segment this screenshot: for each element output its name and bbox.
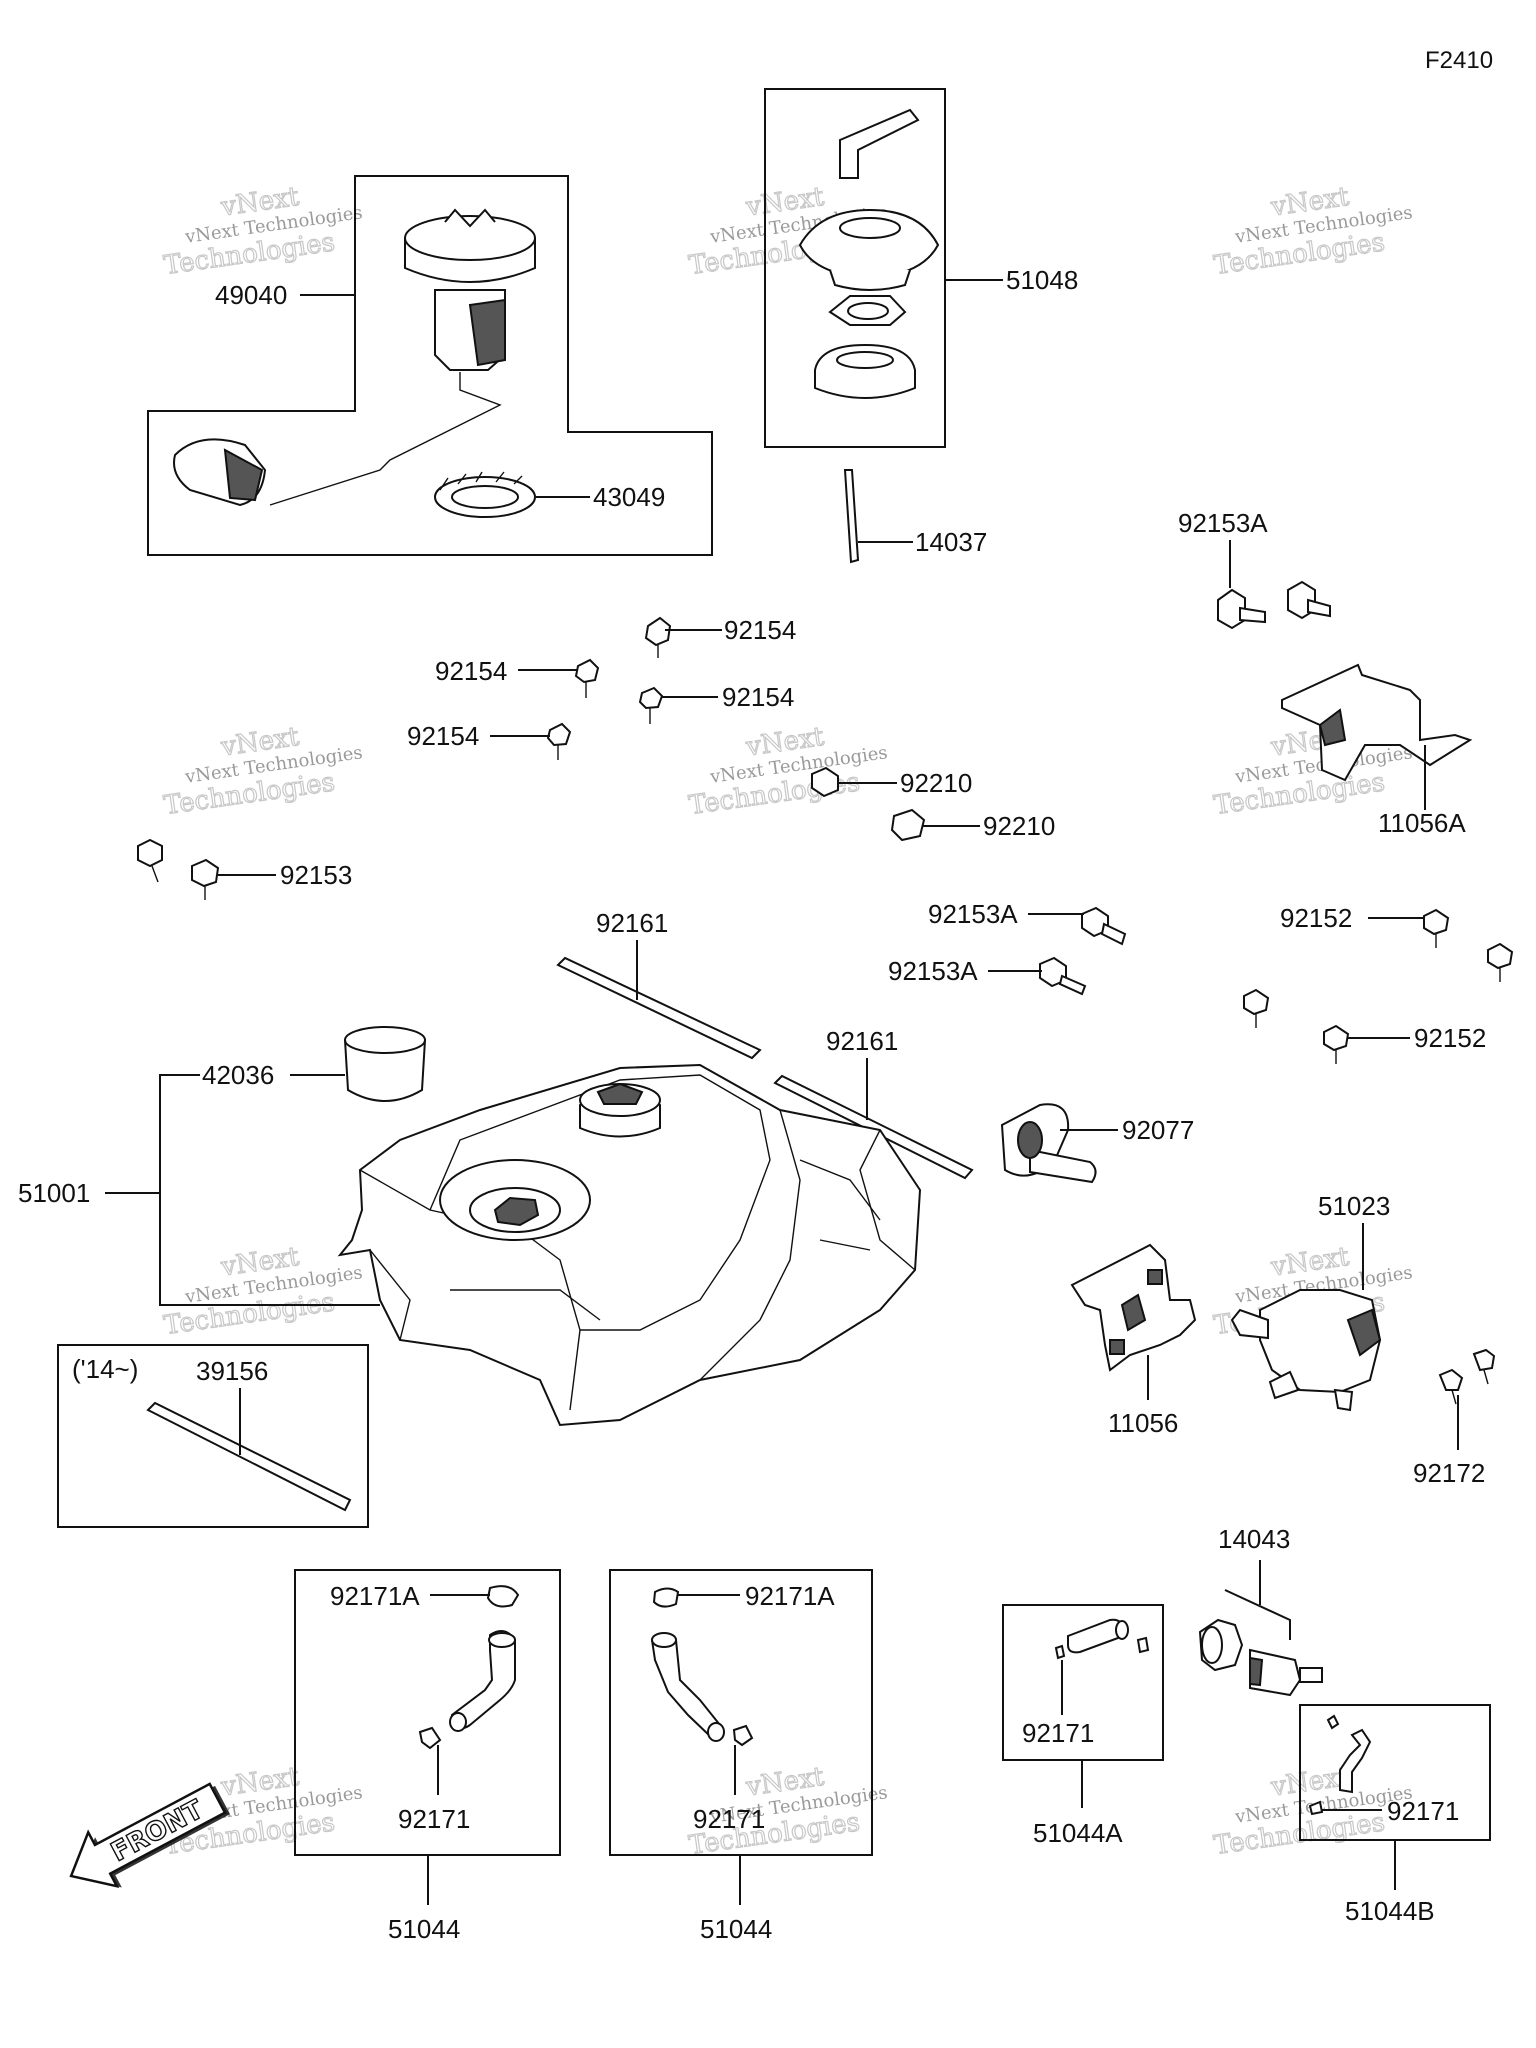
hose-51044-right-drawing [650, 1587, 754, 1747]
screws-92154-drawing [546, 616, 672, 760]
watermark: vNext vNext Technologies Technologies [161, 721, 363, 821]
label-51001: 51001 [18, 1178, 90, 1208]
label-92161-a: 92161 [596, 908, 668, 938]
hose-51044-left-drawing [418, 1585, 520, 1750]
label-92210-a: 92210 [900, 768, 972, 798]
label-51044-b: 51044 [700, 1914, 772, 1944]
bracket-11056A-drawing [1281, 663, 1473, 782]
label-39156: 39156 [196, 1356, 268, 1386]
fuel-tank-drawing [337, 1063, 922, 1427]
range-note: ('14~) [72, 1354, 138, 1384]
watermark: vNext vNext Technologies Technologies [1211, 181, 1413, 281]
bracket-11056-drawing [1070, 1243, 1197, 1372]
fuel-cap-group-frame [764, 88, 946, 448]
strip-39156-drawing [146, 1401, 352, 1512]
leader-51001-bracket [159, 1074, 380, 1306]
label-92153A-top: 92153A [1178, 508, 1268, 538]
label-43049: 43049 [593, 482, 665, 512]
label-92154-b: 92154 [435, 656, 507, 686]
screws-92172-drawing [1438, 1348, 1496, 1405]
label-92152-a: 92152 [1280, 903, 1352, 933]
cap-42036-drawing [343, 1026, 427, 1102]
fuel-pump-drawing [173, 208, 536, 507]
label-92154-a: 92154 [724, 615, 796, 645]
label-92210-b: 92210 [983, 811, 1055, 841]
label-11056A: 11056A [1378, 808, 1466, 838]
watermark: vNext vNext Technologies Technologies [686, 721, 888, 821]
label-92172: 92172 [1413, 1458, 1485, 1488]
hose-51044A-drawing [1054, 1618, 1150, 1660]
variant-39156-frame [57, 1344, 369, 1528]
watermark: vNext vNext Technologies Technologies [161, 1241, 363, 1341]
label-92152-b: 92152 [1414, 1023, 1486, 1053]
label-49040: 49040 [215, 280, 287, 310]
bolt-92153A-top-drawing [1217, 580, 1331, 630]
label-51044-a: 51044 [388, 1914, 460, 1944]
label-92171-b: 92171 [693, 1804, 765, 1834]
label-51048: 51048 [1006, 265, 1078, 295]
bolts-92153A-drawing [1039, 906, 1127, 996]
label-51044B: 51044B [1345, 1896, 1435, 1926]
label-92153A-b: 92153A [888, 956, 978, 986]
bolts-92153-drawing [137, 838, 220, 900]
nuts-92210-drawing [811, 766, 926, 842]
label-92154-c: 92154 [722, 682, 794, 712]
fuel-cap-drawing [798, 108, 940, 399]
label-42036: 42036 [202, 1060, 274, 1090]
watermark: vNext vNext Technologies Technologies [161, 181, 363, 281]
grommet-92077-drawing [1000, 1103, 1097, 1184]
label-14043: 14043 [1218, 1524, 1290, 1554]
label-92154-d: 92154 [407, 721, 479, 751]
label-92171-a: 92171 [398, 1804, 470, 1834]
fuel-pump-group-frame [147, 175, 713, 556]
label-92171A-b: 92171A [745, 1581, 835, 1611]
label-51023: 51023 [1318, 1191, 1390, 1221]
drain-tube-14037-drawing [843, 469, 860, 564]
strips-92161-drawing [556, 956, 974, 1180]
label-92171A-a: 92171A [330, 1581, 420, 1611]
label-51044A: 51044A [1033, 1818, 1123, 1848]
fuel-pump-gasket-drawing [434, 471, 536, 518]
label-11056: 11056 [1108, 1408, 1178, 1438]
leader-14043-bracket [1224, 1560, 1291, 1640]
watermark-group: vNext vNext Technologies Technologies vN… [161, 181, 1413, 1861]
label-92171-d: 92171 [1387, 1796, 1459, 1826]
fuel-valve-51023-drawing [1230, 1289, 1382, 1412]
hose-51044B-drawing [1308, 1714, 1372, 1816]
label-92153: 92153 [280, 860, 352, 890]
label-14037: 14037 [915, 527, 987, 557]
label-92153A-a: 92153A [928, 899, 1018, 929]
label-92171-c: 92171 [1022, 1718, 1094, 1748]
label-92077: 92077 [1122, 1115, 1194, 1145]
filter-14043-drawing [1198, 1618, 1323, 1697]
label-92161-b: 92161 [826, 1026, 898, 1056]
bolts-92152-drawing [1243, 908, 1514, 1064]
figure-code: F2410 [1425, 47, 1493, 74]
